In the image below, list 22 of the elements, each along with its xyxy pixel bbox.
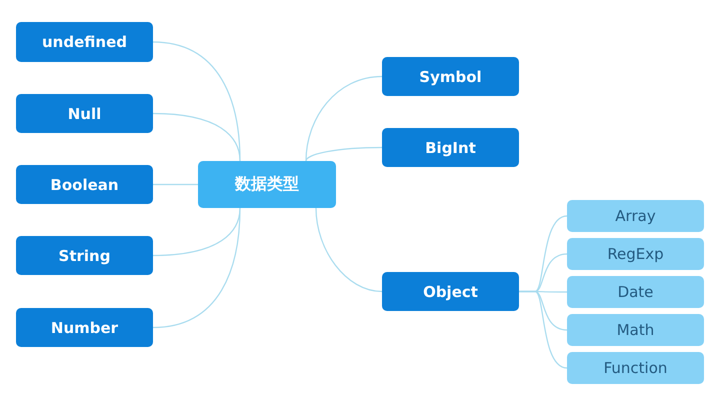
topic-box: undefined [16,22,153,62]
topic-box: RegExp [567,238,704,270]
connector-line [315,208,382,292]
connector-line [152,112,241,162]
topic-box: Math [567,314,704,346]
connector-line [305,146,382,162]
topic-box: Null [16,94,153,133]
topic-box: String [16,236,153,275]
connector-line [152,208,241,328]
topic-box: BigInt [382,128,519,167]
connector-line [153,184,198,186]
connector-line [152,208,241,256]
topic-box: Number [16,308,153,347]
topic-box: Object [382,272,519,311]
topic-box: Boolean [16,165,153,204]
root-topic-box: 数据类型 [198,161,336,208]
connector-line [305,76,382,162]
connector-line [519,290,568,369]
topic-box: Symbol [382,57,519,96]
topic-box: Function [567,352,704,384]
topic-box: Date [567,276,704,308]
topic-box: Array [567,200,704,232]
